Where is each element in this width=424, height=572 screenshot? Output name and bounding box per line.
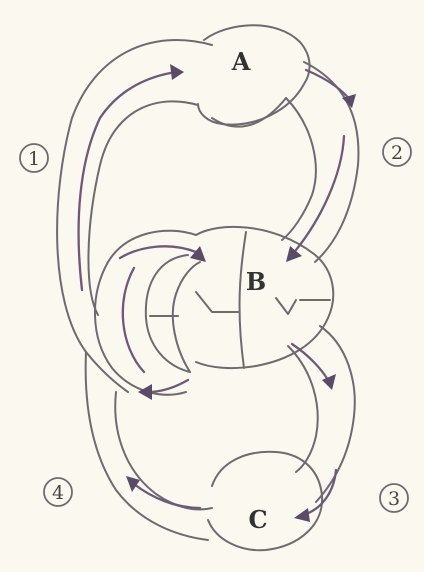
node-b-left-bracket — [196, 292, 238, 312]
node-b-label: B — [246, 267, 266, 296]
loop-4-marker: 4 — [44, 478, 72, 506]
flow-arrow-inner-bottom — [148, 380, 188, 392]
inner-loop-crescent — [146, 255, 190, 372]
node-c-outline — [208, 452, 322, 550]
loop-1-outer-wall — [57, 40, 212, 392]
loop-2-outer-wall — [304, 62, 358, 262]
loop-2-number: 2 — [391, 142, 403, 164]
loop-4-inner-wall — [115, 392, 212, 509]
flow-arrow-3a — [292, 344, 328, 380]
node-b-vertical-divider — [240, 232, 246, 368]
flow-arrow-1-head — [170, 64, 184, 80]
node-c-label: C — [248, 505, 267, 534]
loop-1-marker: 1 — [20, 144, 48, 172]
flow-arrow-1 — [79, 72, 176, 290]
node-a-outline — [198, 25, 310, 124]
flow-arrow-4-head — [126, 476, 140, 492]
flow-arrow-inner-left — [123, 268, 144, 372]
loop-2-marker: 2 — [383, 138, 411, 166]
loop-2-inner-wall — [282, 98, 316, 240]
flow-arrow-3a-head — [322, 374, 336, 390]
flow-arrow-4 — [134, 484, 200, 508]
flow-arrow-inner-top-head — [190, 246, 206, 262]
node-b-outline — [196, 227, 333, 368]
flow-arrow-3b-head — [294, 508, 310, 522]
node-b-right-bracket — [276, 298, 296, 314]
loop-3-number: 3 — [388, 488, 400, 510]
loop-4-outer-wall — [86, 352, 208, 540]
flow-arrow-inner-bottom-head — [138, 384, 152, 400]
loop-3-inner-wall — [288, 346, 318, 472]
loop-3-marker: 3 — [380, 484, 408, 512]
loop-1-number: 1 — [28, 148, 40, 170]
flow-arrow-2b-head — [286, 246, 302, 262]
loop-4-number: 4 — [52, 482, 64, 504]
node-a-label: A — [231, 47, 251, 76]
